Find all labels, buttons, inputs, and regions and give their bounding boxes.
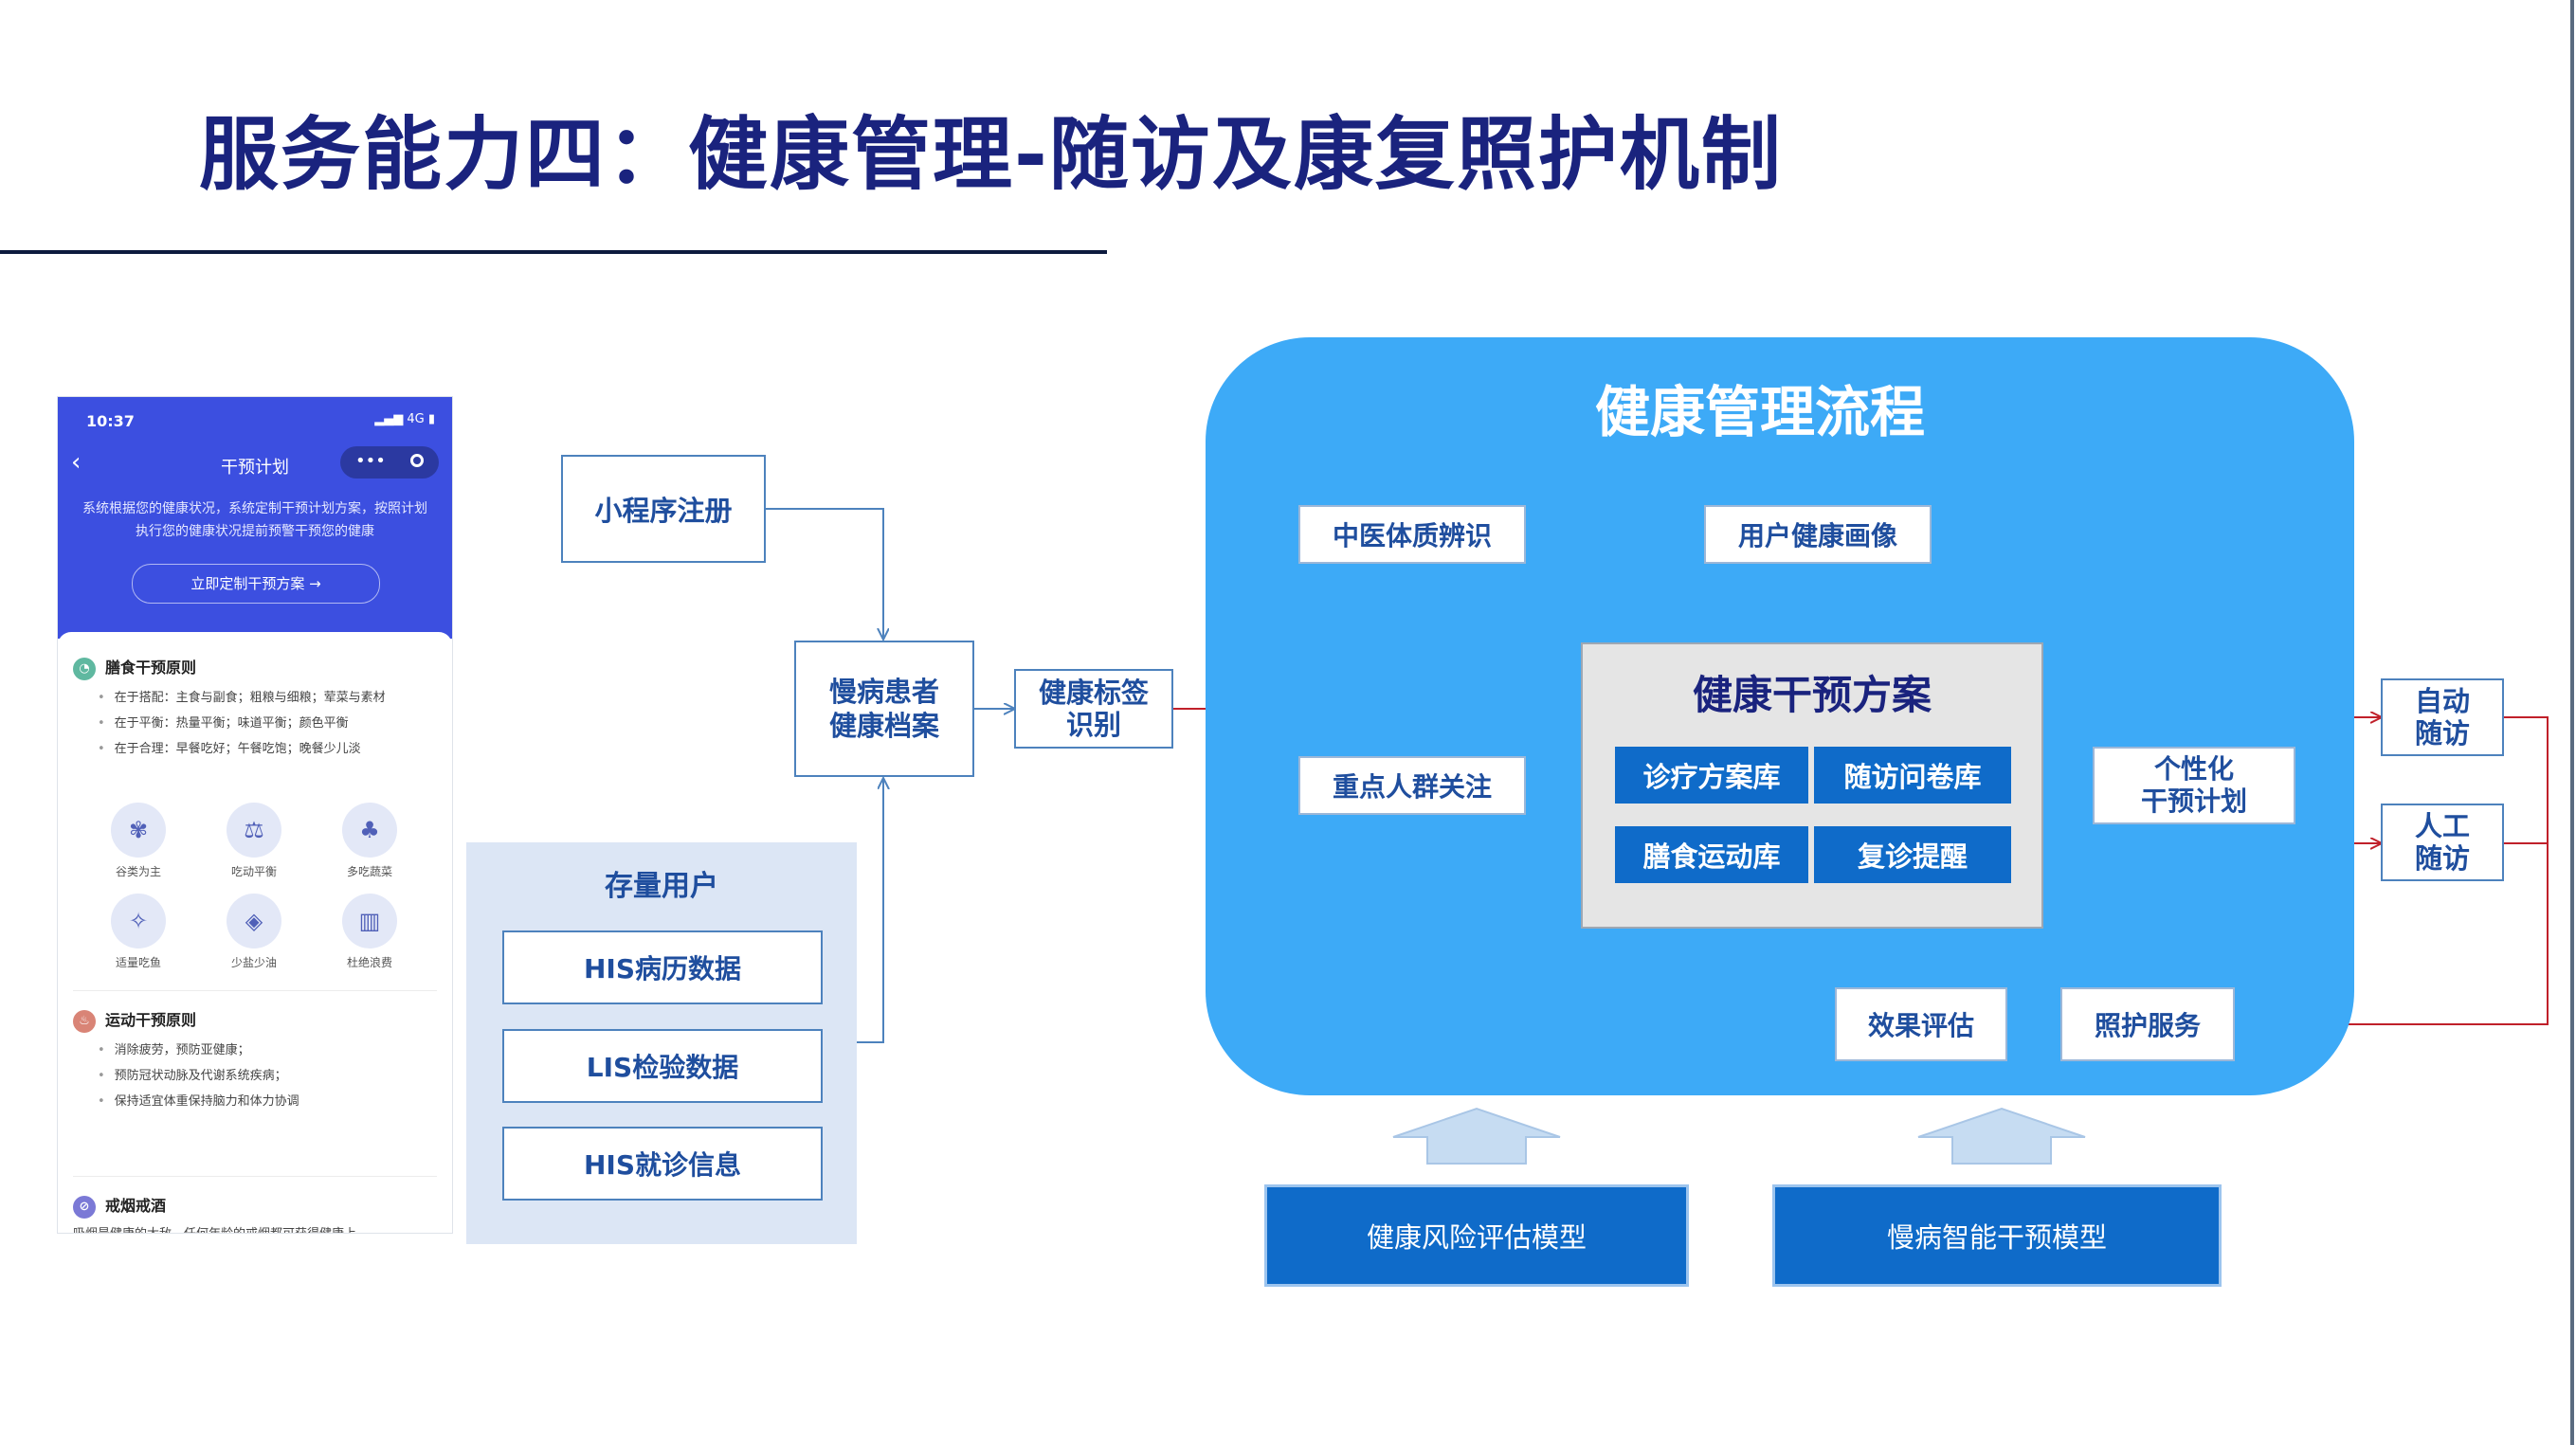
phone-status: ▂▄▆ 4G ▮ — [374, 412, 435, 426]
fish-label: 适量吃鱼 — [115, 956, 161, 969]
focus-group-box: 重点人群关注 — [1298, 756, 1526, 815]
drop-icon: ◈ — [227, 894, 281, 948]
health-tag-box: 健康标签 识别 — [1014, 669, 1173, 749]
divider — [73, 1176, 437, 1177]
no-smoking-icon: ⊘ — [73, 1195, 96, 1219]
stock-users-title: 存量用户 — [605, 870, 718, 903]
list-item: 消除疲劳，预防亚健康； — [98, 1038, 443, 1063]
scale-item[interactable]: ⚖ 吃动平衡 — [202, 803, 306, 879]
slide-edge — [2570, 0, 2574, 1445]
list-item: 预防冠状动脉及代谢系统疾病； — [98, 1063, 443, 1089]
exercise-section: ♨ 运动干预原则 消除疲劳，预防亚健康； 预防冠状动脉及代谢系统疾病； 保持适宜体… — [73, 1007, 443, 1114]
stock-to-record-line — [857, 779, 883, 1043]
chronic-record-box: 慢病患者 健康档案 — [794, 641, 974, 777]
list-item: 在于平衡：热量平衡；味道平衡；颜色平衡 — [98, 711, 443, 736]
smoking-text: 吸烟是健康的大敌，任何年龄的戒烟都可获得健康上 — [73, 1223, 443, 1233]
mini-program-register-box: 小程序注册 — [561, 455, 766, 563]
lis-test-box: LIS检验数据 — [502, 1029, 823, 1103]
list-item: 在于搭配：主食与副食；粗粮与细粮；荤菜与素材 — [98, 685, 443, 711]
title-underline — [0, 250, 1107, 254]
followup-return-line — [2237, 716, 2549, 1024]
back-icon[interactable]: ‹ — [71, 448, 82, 477]
vegetable-label: 多吃蔬菜 — [346, 865, 392, 878]
trash-item[interactable]: ▥ 杜绝浪费 — [317, 894, 422, 970]
customize-plan-button[interactable]: 立即定制干预方案 → — [132, 564, 380, 604]
phone-nav-title: 干预计划 — [221, 458, 289, 478]
user-portrait-box: 用户健康画像 — [1704, 505, 1932, 564]
intervention-plan-title: 健康干预方案 — [1692, 672, 1932, 718]
up-arrow-right — [1917, 1107, 2086, 1165]
diet-heading: 膳食干预原则 — [105, 659, 197, 677]
trash-label: 杜绝浪费 — [346, 956, 392, 969]
divider — [73, 990, 437, 991]
more-icon[interactable]: ••• — [355, 451, 386, 471]
phone-header: 10:37 ▂▄▆ 4G ▮ ‹ 干预计划 ••• 系统根据您的健康状况，系统定… — [58, 397, 452, 639]
effect-evaluation-box: 效果评估 — [1835, 987, 2007, 1061]
tcm-constitution-box: 中医体质辨识 — [1298, 505, 1526, 564]
up-arrow-left — [1392, 1107, 1561, 1165]
diet-icon: ◔ — [73, 657, 96, 680]
exercise-icon: ♨ — [73, 1009, 96, 1033]
care-service-box: 照护服务 — [2060, 987, 2235, 1061]
signal-label: 4G — [407, 412, 425, 426]
smoking-section: ⊘ 戒烟戒酒 吸烟是健康的大敌，任何年龄的戒烟都可获得健康上 — [73, 1193, 443, 1233]
close-circle-icon[interactable] — [410, 454, 424, 467]
questionnaire-library-tile: 随访问卷库 — [1814, 747, 2011, 804]
vegetable-item[interactable]: ♣ 多吃蔬菜 — [317, 803, 422, 879]
treatment-library-tile: 诊疗方案库 — [1615, 747, 1808, 804]
risk-assessment-model-box: 健康风险评估模型 — [1264, 1184, 1689, 1287]
list-item: 保持适宜体重保持脑力和体力协调 — [98, 1089, 443, 1114]
fish-item[interactable]: ✧ 适量吃鱼 — [86, 894, 190, 970]
register-to-record-line — [766, 508, 883, 639]
page-title: 服务能力四：健康管理-随访及康复照护机制 — [199, 108, 1783, 201]
phone-intro: 系统根据您的健康状况，系统定制干预计划方案，按照计划执行您的健康状况提前预警干预… — [82, 501, 427, 539]
trash-icon: ▥ — [342, 894, 397, 948]
auto-followup-box: 自动 随访 — [2381, 678, 2504, 756]
list-item: 在于合理：早餐吃好；午餐吃饱；晚餐少儿淡 — [98, 736, 443, 762]
grain-label: 谷类为主 — [115, 865, 161, 878]
his-record-box: HIS病历数据 — [502, 930, 823, 1004]
diet-exercise-library-tile: 膳食运动库 — [1615, 826, 1808, 883]
manual-followup-box: 人工 随访 — [2381, 804, 2504, 881]
diet-section: ◔ 膳食干预原则 在于搭配：主食与副食；粗粮与细粮；荤菜与素材 在于平衡：热量平衡… — [73, 655, 443, 762]
fish-icon: ✧ — [111, 894, 166, 948]
revisit-reminder-tile: 复诊提醒 — [1814, 826, 2011, 883]
vegetable-icon: ♣ — [342, 803, 397, 858]
drop-item[interactable]: ◈ 少盐少油 — [202, 894, 306, 970]
health-process-title: 健康管理流程 — [1594, 380, 1925, 444]
grain-item[interactable]: ✾ 谷类为主 — [86, 803, 190, 879]
his-visit-box: HIS就诊信息 — [502, 1127, 823, 1201]
drop-label: 少盐少油 — [230, 956, 277, 969]
personal-plan-box: 个性化 干预计划 — [2093, 747, 2295, 824]
phone-content: ◔ 膳食干预原则 在于搭配：主食与副食；粗粮与细粮；荤菜与素材 在于平衡：热量平衡… — [58, 632, 452, 1233]
smoking-heading: 戒烟戒酒 — [105, 1197, 167, 1215]
scale-icon: ⚖ — [227, 803, 281, 858]
miniapp-capsule[interactable]: ••• — [340, 446, 439, 479]
grain-icon: ✾ — [111, 803, 166, 858]
phone-time: 10:37 — [86, 412, 135, 430]
phone-screenshot: 10:37 ▂▄▆ 4G ▮ ‹ 干预计划 ••• 系统根据您的健康状况，系统定… — [57, 396, 453, 1234]
exercise-heading: 运动干预原则 — [105, 1011, 197, 1029]
scale-label: 吃动平衡 — [230, 865, 277, 878]
chronic-intervention-model-box: 慢病智能干预模型 — [1772, 1184, 2222, 1287]
